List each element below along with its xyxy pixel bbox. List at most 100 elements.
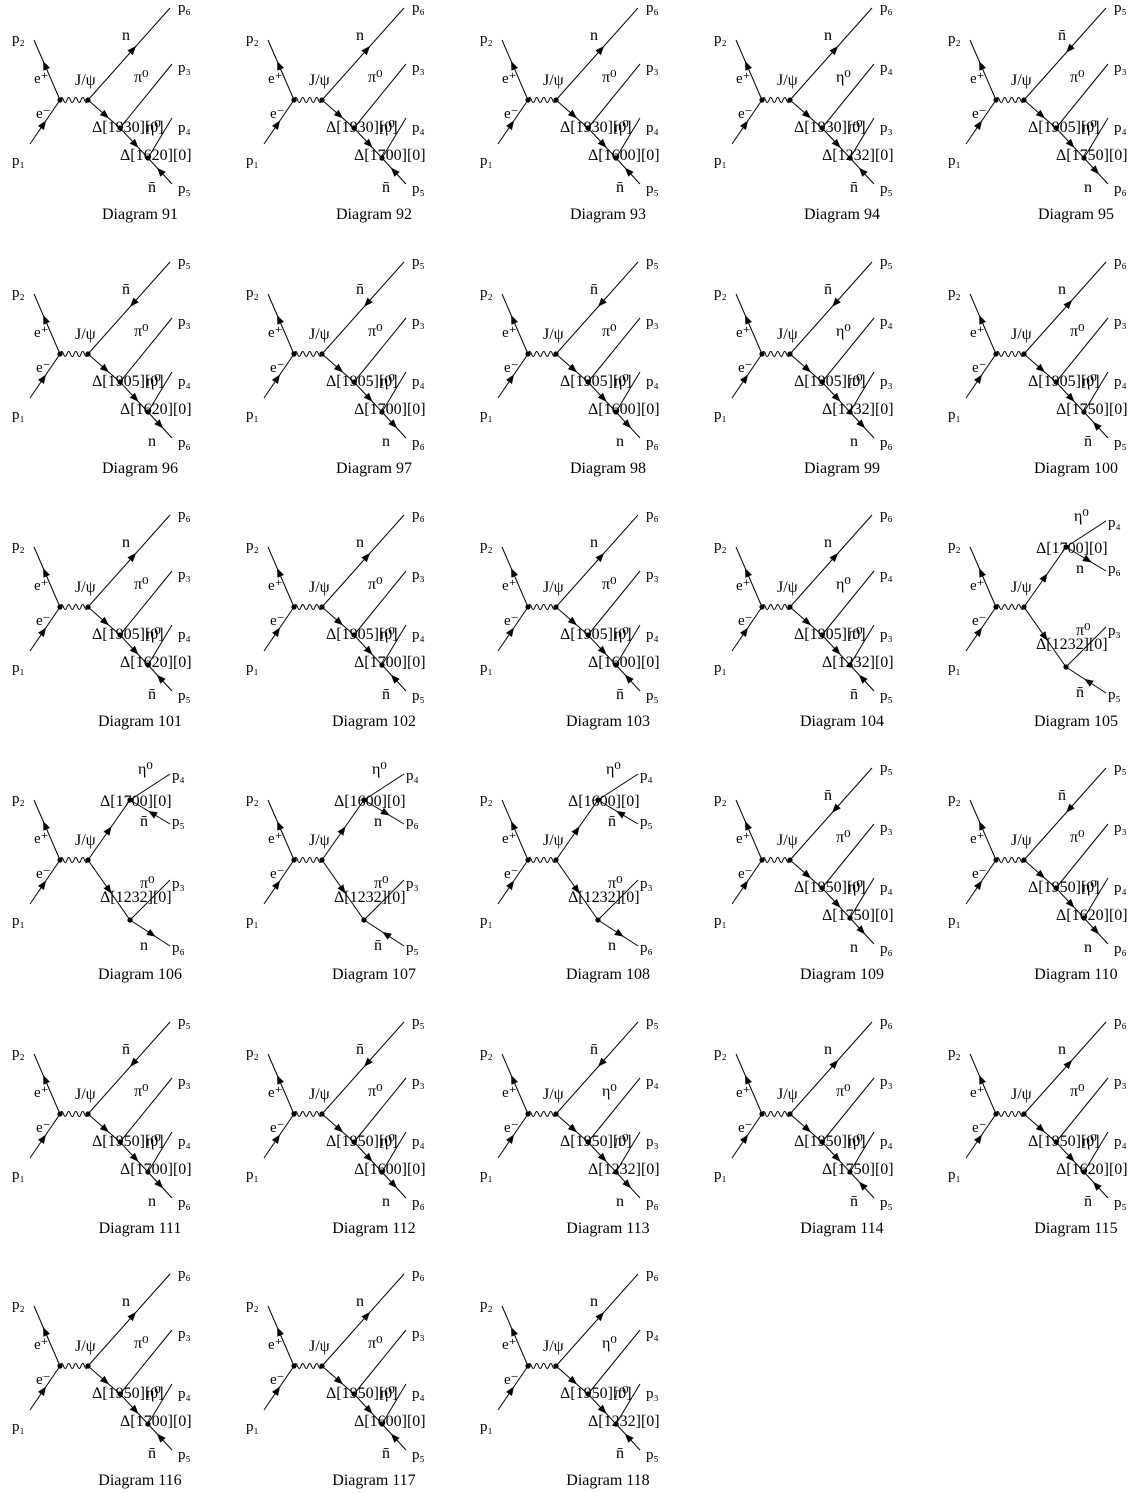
label-delta-lower: Δ[1232][0] xyxy=(100,889,172,906)
meson-line-2 xyxy=(1083,877,1109,919)
label-meson-1: η⁰ xyxy=(836,69,851,86)
label-meson-1: π⁰ xyxy=(602,69,617,86)
label-top-momentum: p₆ xyxy=(412,507,425,523)
label-meson-2-momentum: p₄ xyxy=(412,1134,425,1150)
vertex-dot xyxy=(145,662,151,668)
baryon-line-top xyxy=(789,767,873,861)
fermion-arrow-icon xyxy=(831,645,841,655)
label-bottom-baryon: n̄ xyxy=(1084,1193,1092,1210)
label-electron: e⁻ xyxy=(36,106,51,122)
label-electron: e⁻ xyxy=(504,360,519,376)
label-meson-2: η⁰ xyxy=(1082,1133,1097,1150)
meson-line-2 xyxy=(1083,1131,1109,1173)
label-positron: e⁺ xyxy=(268,1337,283,1353)
label-bottom-baryon: n xyxy=(1084,179,1092,196)
label-jpsi: J/ψ xyxy=(309,1086,330,1103)
fermion-arrow-icon xyxy=(979,1075,987,1085)
vertex-dot xyxy=(585,125,591,131)
label-meson-2: η⁰ xyxy=(146,1385,161,1402)
fermion-arrow-icon xyxy=(277,315,285,325)
label-positron: e⁺ xyxy=(502,831,517,847)
label-meson-1-momentum: p₃ xyxy=(178,60,191,76)
vertex-dot xyxy=(291,1111,297,1117)
meson-line-2 xyxy=(381,624,407,666)
label-meson-1: η⁰ xyxy=(836,576,851,593)
photon-propagator xyxy=(995,97,1025,103)
vertex-dot xyxy=(1081,155,1087,161)
label-electron: e⁻ xyxy=(504,866,519,882)
label-meson-2-momentum: p₄ xyxy=(646,627,659,643)
label-bottom-momentum: p₆ xyxy=(646,435,659,451)
baryon-line-top xyxy=(321,261,405,355)
label-delta-2: Δ[1600][0] xyxy=(588,147,660,164)
label-p2: p₂ xyxy=(246,1297,259,1313)
label-bottom-baryon: n̄ xyxy=(382,1445,390,1462)
vertex-dot xyxy=(127,917,133,923)
diagram-caption: Diagram 115 xyxy=(1034,1220,1117,1237)
meson-line-1 xyxy=(587,63,641,129)
positron-line xyxy=(33,293,61,355)
vertex-dot xyxy=(1063,664,1069,670)
fermion-arrow-icon xyxy=(801,869,811,879)
label-bottom-momentum: p₅ xyxy=(178,688,191,704)
meson-line-2 xyxy=(849,877,875,919)
label-top-momentum: p₅ xyxy=(412,254,425,270)
fermion-arrow-icon xyxy=(973,374,983,384)
label-top-baryon: n̄ xyxy=(122,281,130,298)
fermion-arrow-icon xyxy=(624,1433,634,1443)
diagram-caption: Diagram 105 xyxy=(1034,713,1118,730)
label-p2: p₂ xyxy=(480,538,493,554)
vertex-dot xyxy=(145,1421,151,1427)
label-meson-2-momentum: p₄ xyxy=(178,1134,191,1150)
fermion-arrow-icon xyxy=(364,1057,373,1067)
label-meson-1-momentum: p₃ xyxy=(646,567,659,583)
meson-line-1 xyxy=(119,570,173,636)
label-delta-1: Δ[1905][0] xyxy=(560,373,632,390)
vertex-dot xyxy=(613,662,619,668)
label-positron: e⁺ xyxy=(268,578,283,594)
diagram-caption: Diagram 103 xyxy=(566,713,650,730)
baryon-line-top xyxy=(87,1273,171,1367)
label-meson-2: η⁰ xyxy=(146,119,161,136)
label-delta-1: Δ[1905][0] xyxy=(794,626,866,643)
fermion-arrow-icon xyxy=(973,120,983,130)
fermion-arrow-icon xyxy=(979,568,987,578)
fermion-arrow-icon xyxy=(99,616,109,626)
fermion-arrow-icon xyxy=(505,374,515,384)
fermion-arrow-icon xyxy=(745,61,753,71)
fermion-arrow-icon xyxy=(380,807,390,816)
label-upper-meson-momentum: p₄ xyxy=(406,768,419,784)
label-top-momentum: p₆ xyxy=(880,0,893,16)
label-electron: e⁻ xyxy=(270,360,285,376)
label-top-momentum: p₅ xyxy=(1114,0,1127,16)
label-lower-baryon: n̄ xyxy=(1076,684,1084,701)
label-bottom-baryon: n̄ xyxy=(148,179,156,196)
label-meson-2-momentum: p₄ xyxy=(646,120,659,136)
label-p2: p₂ xyxy=(246,31,259,47)
label-p2: p₂ xyxy=(246,791,259,807)
fermion-arrow-icon xyxy=(271,880,281,890)
label-top-momentum: p₆ xyxy=(412,0,425,16)
fermion-arrow-icon xyxy=(832,803,841,813)
label-p2: p₂ xyxy=(948,791,961,807)
vertex-dot xyxy=(819,379,825,385)
label-jpsi: J/ψ xyxy=(309,832,330,849)
fermion-arrow-icon xyxy=(973,1134,983,1144)
label-meson-2-momentum: p₄ xyxy=(412,374,425,390)
label-meson-2: η⁰ xyxy=(380,119,395,136)
label-meson-1-momentum: p₃ xyxy=(646,60,659,76)
vertex-dot xyxy=(117,1139,123,1145)
baryon-line-top xyxy=(1023,767,1107,861)
label-upper-meson-momentum: p₄ xyxy=(640,768,653,784)
fermion-arrow-icon xyxy=(1092,421,1102,431)
vertex-dot xyxy=(595,797,601,803)
diagram-caption: Diagram 106 xyxy=(98,966,182,983)
label-jpsi: J/ψ xyxy=(309,1338,330,1355)
label-bottom-momentum: p₅ xyxy=(412,181,425,197)
label-p2: p₂ xyxy=(12,1045,25,1061)
vertex-dot xyxy=(57,604,63,610)
label-delta-upper: Δ[1700][0] xyxy=(100,793,172,810)
label-meson-1-momentum: p₄ xyxy=(646,1326,659,1342)
